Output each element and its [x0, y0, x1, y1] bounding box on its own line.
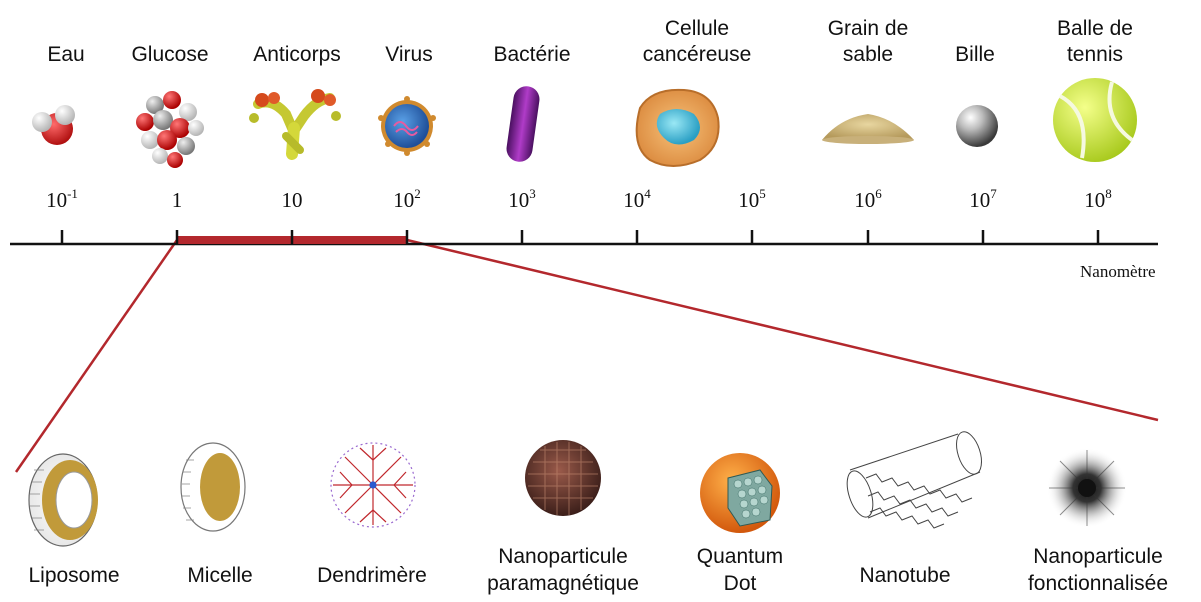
scale-item-label-virus: Virus [349, 42, 469, 68]
tick-label: 1 [137, 188, 217, 213]
tick-label: 10 [252, 188, 332, 213]
scale-item-label-antibody: Anticorps [237, 42, 357, 68]
scale-item-label-glucose: Glucose [110, 42, 230, 68]
scale-item-label-bacterium: Bactérie [472, 42, 592, 68]
micelle-icon [181, 443, 245, 531]
scale-item-label-marble: Bille [915, 42, 1035, 68]
dendrimer-icon [331, 443, 415, 527]
virus-icon [378, 96, 436, 156]
sand-grain-icon [822, 114, 914, 144]
tick-label: 105 [712, 188, 792, 213]
tick-label: 102 [367, 188, 447, 213]
nano-item-label-micelle: Micelle [160, 562, 280, 589]
antibody-icon [249, 89, 341, 154]
nano-item-label-liposome: Liposome [4, 562, 144, 589]
nano-item-label-quantum-dot: Quantum Dot [690, 543, 790, 597]
tennis-ball-icon [1053, 78, 1137, 162]
nanotube-icon [842, 429, 986, 528]
tick-label: 108 [1058, 188, 1138, 213]
tick-label: 106 [828, 188, 908, 213]
nano-item-label-paramagnetic: Nanoparticule paramagnétique [478, 543, 648, 597]
liposome-icon [29, 454, 98, 546]
nano-item-label-functionalized: Nanoparticule fonctionnalisée [1008, 543, 1188, 597]
zoom-line-left [16, 240, 177, 472]
quantum-dot-icon [700, 453, 780, 533]
scale-item-label-water: Eau [6, 42, 126, 68]
axis-unit-label: Nanomètre [1080, 262, 1156, 282]
bacterium-icon [505, 85, 541, 164]
functionalized-nanoparticle-icon [1047, 448, 1127, 528]
cancer-cell-icon [637, 90, 719, 166]
water-molecule-icon [32, 105, 75, 145]
tick-label: 10-1 [22, 188, 102, 213]
scale-item-label-sand: Grain de sable [808, 16, 928, 68]
glucose-molecule-icon [136, 91, 204, 168]
paramagnetic-nanoparticle-icon [525, 440, 601, 516]
zoom-line-right [407, 240, 1158, 420]
tick-label: 103 [482, 188, 562, 213]
marble-icon [956, 105, 998, 147]
tick-label: 107 [943, 188, 1023, 213]
tick-label: 104 [597, 188, 677, 213]
scale-item-label-cancer-cell: Cellule cancéreuse [627, 16, 767, 68]
scale-item-label-tennis-ball: Balle de tennis [1035, 16, 1155, 68]
nano-item-label-nanotube: Nanotube [840, 562, 970, 589]
nano-item-label-dendrimer: Dendrimère [302, 562, 442, 589]
